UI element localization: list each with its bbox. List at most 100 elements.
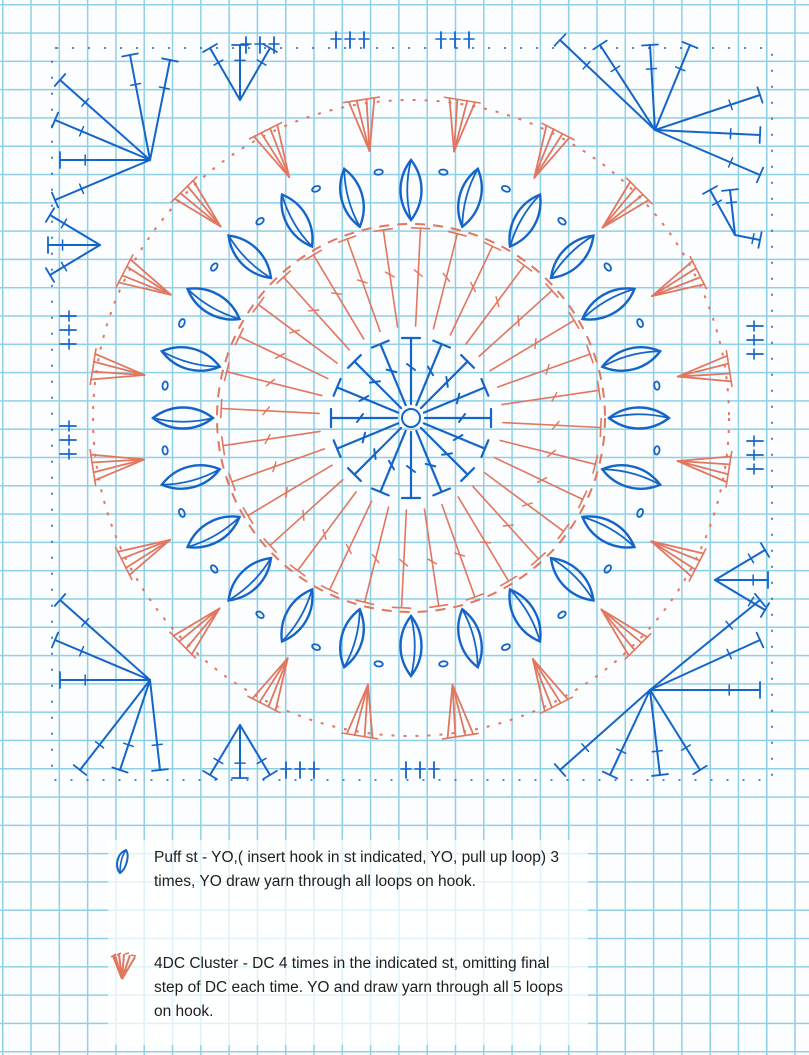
edge-dc-group xyxy=(747,321,763,359)
round-2-dc-stitch xyxy=(306,250,364,339)
dc-cluster xyxy=(170,608,220,657)
dc-cluster xyxy=(602,178,652,227)
center-dc-stitch xyxy=(331,409,397,427)
puff-stitch xyxy=(577,280,639,328)
dc-cluster xyxy=(445,97,481,151)
puff-stitch xyxy=(452,607,488,670)
chain-stitch xyxy=(603,564,612,574)
round-2-dc-stitch xyxy=(458,497,516,586)
chain-stitch xyxy=(654,381,660,390)
chain-stitch xyxy=(636,318,644,328)
corner-fan-top-right xyxy=(554,34,763,182)
puff-stitch xyxy=(401,160,422,220)
round-2-dc-stitch xyxy=(502,381,600,404)
edge-dc-group xyxy=(60,421,76,459)
round-2-dc-stitch xyxy=(424,509,447,607)
chain-stitch xyxy=(557,217,567,226)
dc-cluster xyxy=(652,257,707,297)
round-1-center-dc xyxy=(331,338,491,498)
puff-stitch xyxy=(221,551,278,608)
edge-fan-bottom xyxy=(203,725,277,779)
puff-stitch xyxy=(600,459,663,495)
legend: Puff st - YO,( insert hook in st indicat… xyxy=(108,840,588,1045)
dc-cluster xyxy=(250,123,290,178)
4dc-cluster-icon xyxy=(108,952,142,982)
chain-stitch xyxy=(178,508,186,518)
round-2-dc-stitch xyxy=(229,449,324,490)
chain-stitch xyxy=(178,318,186,328)
dc-cluster xyxy=(344,97,380,151)
dc-cluster xyxy=(342,685,378,739)
center-ring xyxy=(402,409,420,427)
chain-stitch xyxy=(374,661,383,667)
dc-cluster xyxy=(601,609,650,659)
puff-stitch xyxy=(609,408,669,429)
round-2-dc-stitch xyxy=(479,284,558,356)
puff-stitch xyxy=(221,228,278,285)
round-4-chains xyxy=(93,100,729,736)
round-2-dc-stitch xyxy=(494,457,586,507)
round-2-dc-stitch xyxy=(235,328,327,378)
center-dc-stitch xyxy=(348,355,401,408)
round-2-dc-stitch xyxy=(450,242,500,334)
legend-puff-text: Puff st - YO,( insert hook in st indicat… xyxy=(154,846,574,894)
chain-stitch xyxy=(636,508,644,518)
round-2-dc-stitch xyxy=(442,505,483,600)
chain-stitch xyxy=(603,262,612,272)
center-dc-stitch xyxy=(402,338,420,404)
legend-puff: Puff st - YO,( insert hook in st indicat… xyxy=(108,846,588,926)
chain-stitch xyxy=(210,262,219,272)
edge-dc-group xyxy=(60,311,76,349)
round-2-dc-stitch xyxy=(374,229,397,327)
round-2-dc-stitch xyxy=(264,480,343,552)
round-2-dc-stitch xyxy=(222,431,320,454)
edge-dc-group xyxy=(401,762,439,778)
puff-stitch xyxy=(544,551,601,608)
puff-stitch xyxy=(153,408,213,429)
puff-stitch xyxy=(159,341,222,377)
puff-stitch xyxy=(182,280,244,328)
center-dc-stitch xyxy=(425,409,491,427)
round-4-clusters xyxy=(90,97,732,739)
dc-cluster xyxy=(534,123,574,177)
round-2-dc-stitch xyxy=(321,501,371,593)
round-2-dc-stitch xyxy=(433,232,466,329)
round-2-salmon-dc xyxy=(217,224,605,612)
legend-cluster: 4DC Cluster - DC 4 times in the indicate… xyxy=(108,952,588,1042)
round-3-puff-stitches xyxy=(153,160,669,676)
puff-stitch xyxy=(273,189,321,251)
center-dc-stitch xyxy=(421,355,474,408)
corner-fan-top-left xyxy=(52,54,178,208)
puff-stitch xyxy=(452,166,488,229)
corner-fans xyxy=(46,34,769,779)
legend-cluster-text: 4DC Cluster - DC 4 times in the indicate… xyxy=(154,952,574,1024)
round-2-dc-stitch xyxy=(500,440,597,473)
round-2-dc-stitch xyxy=(253,297,337,363)
chain-stitch xyxy=(501,643,511,651)
puff-stitch xyxy=(544,228,601,285)
dc-cluster xyxy=(90,349,144,385)
crochet-chart xyxy=(0,0,809,830)
round-2-dc-stitch xyxy=(498,346,593,387)
dc-cluster xyxy=(678,351,732,387)
chain-stitch xyxy=(501,185,511,193)
puff-stitch xyxy=(159,459,222,495)
round-2-dc-stitch xyxy=(393,510,411,608)
edge-fan-top xyxy=(203,44,277,100)
round-2-dc-stitch xyxy=(243,465,332,523)
chain-stitch xyxy=(162,381,168,390)
dc-cluster xyxy=(116,540,171,580)
dc-cluster xyxy=(651,541,705,581)
puff-stitch xyxy=(600,341,663,377)
round-2-dc-stitch xyxy=(356,507,389,604)
edge-fan-left xyxy=(46,208,100,282)
round-2-dc-stitch xyxy=(225,363,322,396)
corner-fan-bottom-right xyxy=(555,594,765,779)
chain-stitch xyxy=(210,564,219,574)
round-2-dc-stitch xyxy=(277,271,349,350)
round-2-dc-stitch xyxy=(503,419,601,437)
edge-dc-group xyxy=(281,762,319,778)
round-2-dc-stitch xyxy=(466,260,532,344)
center-dc-stitch xyxy=(421,428,474,481)
round-2-dc-stitch xyxy=(412,228,430,326)
